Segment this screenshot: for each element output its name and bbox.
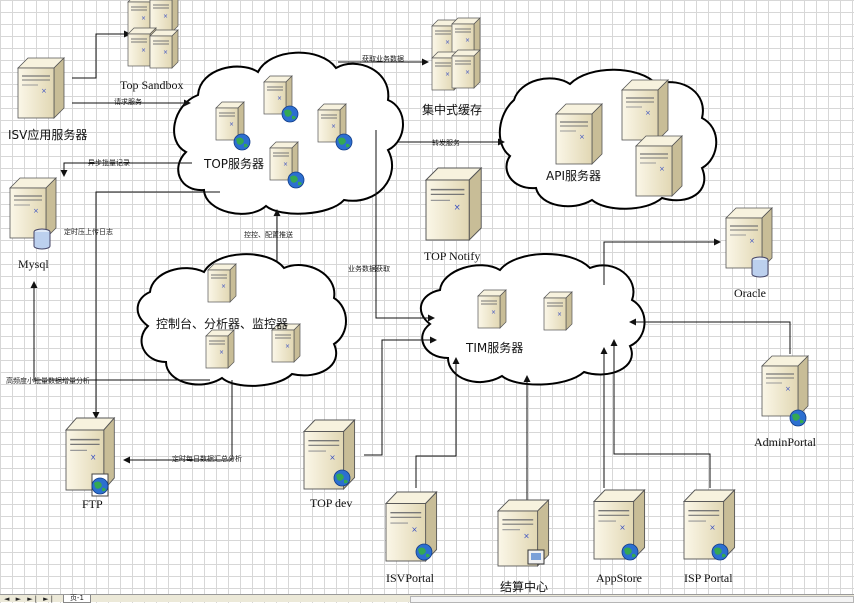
globe-icon bbox=[415, 543, 433, 561]
isv-portal-node: ISVPortal bbox=[385, 491, 438, 585]
page-tab[interactable]: 页-1 bbox=[62, 594, 91, 603]
console-cluster-node: 控制台、分析器、监控器 bbox=[156, 263, 301, 369]
svg-text:API服务器: API服务器 bbox=[546, 168, 601, 183]
edge-label-high-freq-analysis: 高频度小批量数据增量分析 bbox=[6, 376, 90, 385]
svg-text:FTP: FTP bbox=[82, 497, 103, 511]
isv-app-server-node: ISV应用服务器 bbox=[8, 57, 87, 142]
globe-icon bbox=[711, 543, 729, 561]
settlement-center-node: 结算中心 bbox=[497, 499, 550, 594]
edge-label-fetch-business-data: 获取业务数据 bbox=[362, 54, 404, 63]
svg-text:ISVPortal: ISVPortal bbox=[386, 571, 435, 585]
edge-label-scheduled-log-upload: 定时压上传日志 bbox=[64, 227, 113, 236]
top-dev-node: TOP dev bbox=[303, 419, 356, 510]
central-cache-node: 集中式缓存 bbox=[422, 17, 482, 117]
database-icon bbox=[33, 228, 51, 250]
svg-text:AdminPortal: AdminPortal bbox=[754, 435, 817, 449]
globe-icon bbox=[91, 477, 109, 495]
globe-icon bbox=[621, 543, 639, 561]
edge-label-request-service: 请求服务 bbox=[114, 97, 142, 106]
svg-text:TOP服务器: TOP服务器 bbox=[203, 156, 264, 171]
top-server-node: TOP服务器 bbox=[203, 75, 353, 189]
svg-text:AppStore: AppStore bbox=[596, 571, 642, 585]
tim-server-node: TIM服务器 bbox=[465, 289, 573, 355]
edge-label-async-batch-record: 异步批量记录 bbox=[88, 158, 130, 167]
admin-portal-node: AdminPortal bbox=[754, 355, 817, 449]
svg-text:ISP Portal: ISP Portal bbox=[684, 571, 733, 585]
api-server-node: API服务器 bbox=[546, 79, 683, 197]
globe-icon bbox=[333, 469, 351, 487]
svg-text:TOP dev: TOP dev bbox=[310, 496, 352, 510]
top-server-cloud bbox=[173, 51, 404, 215]
page-navigation-arrows[interactable]: ◄ ► ►| ►| bbox=[4, 594, 55, 603]
globe-icon bbox=[287, 171, 305, 189]
tim-server-cloud bbox=[419, 252, 646, 386]
top-notify-node: TOP Notify bbox=[424, 167, 482, 263]
svg-text:集中式缓存: 集中式缓存 bbox=[422, 102, 482, 117]
appstore-node: AppStore bbox=[593, 489, 646, 585]
edge-label-control-config-push: 控控、配置推送 bbox=[244, 230, 293, 239]
svg-text:TOP Notify: TOP Notify bbox=[424, 249, 480, 263]
svg-text:TIM服务器: TIM服务器 bbox=[465, 340, 523, 355]
edge-label-daily-summary-analysis: 定时每日数据汇总分析 bbox=[172, 454, 242, 463]
globe-icon bbox=[789, 409, 807, 427]
svg-text:Top Sandbox: Top Sandbox bbox=[120, 78, 184, 92]
top-sandbox-node: Top Sandbox bbox=[120, 0, 184, 92]
svg-text:Oracle: Oracle bbox=[734, 286, 766, 300]
svg-text:结算中心: 结算中心 bbox=[500, 579, 548, 594]
globe-icon bbox=[281, 105, 299, 123]
edge-label-forward-service: 转发服务 bbox=[432, 138, 460, 147]
api-server-cloud bbox=[498, 68, 718, 210]
oracle-node: Oracle bbox=[725, 207, 773, 300]
database-icon bbox=[751, 256, 769, 278]
edge-label-business-data-fetch: 业务数据获取 bbox=[348, 264, 390, 273]
mysql-node: Mysql bbox=[9, 177, 57, 271]
ftp-node: FTP bbox=[65, 417, 116, 511]
isp-portal-node: ISP Portal bbox=[683, 489, 736, 585]
page-tab-bar: ◄ ► ►| ►| 页-1 bbox=[0, 594, 854, 603]
svg-text:Mysql: Mysql bbox=[18, 257, 49, 271]
globe-icon bbox=[335, 133, 353, 151]
svg-text:ISV应用服务器: ISV应用服务器 bbox=[8, 127, 87, 142]
globe-icon bbox=[233, 133, 251, 151]
svg-text:控制台、分析器、监控器: 控制台、分析器、监控器 bbox=[156, 316, 288, 331]
